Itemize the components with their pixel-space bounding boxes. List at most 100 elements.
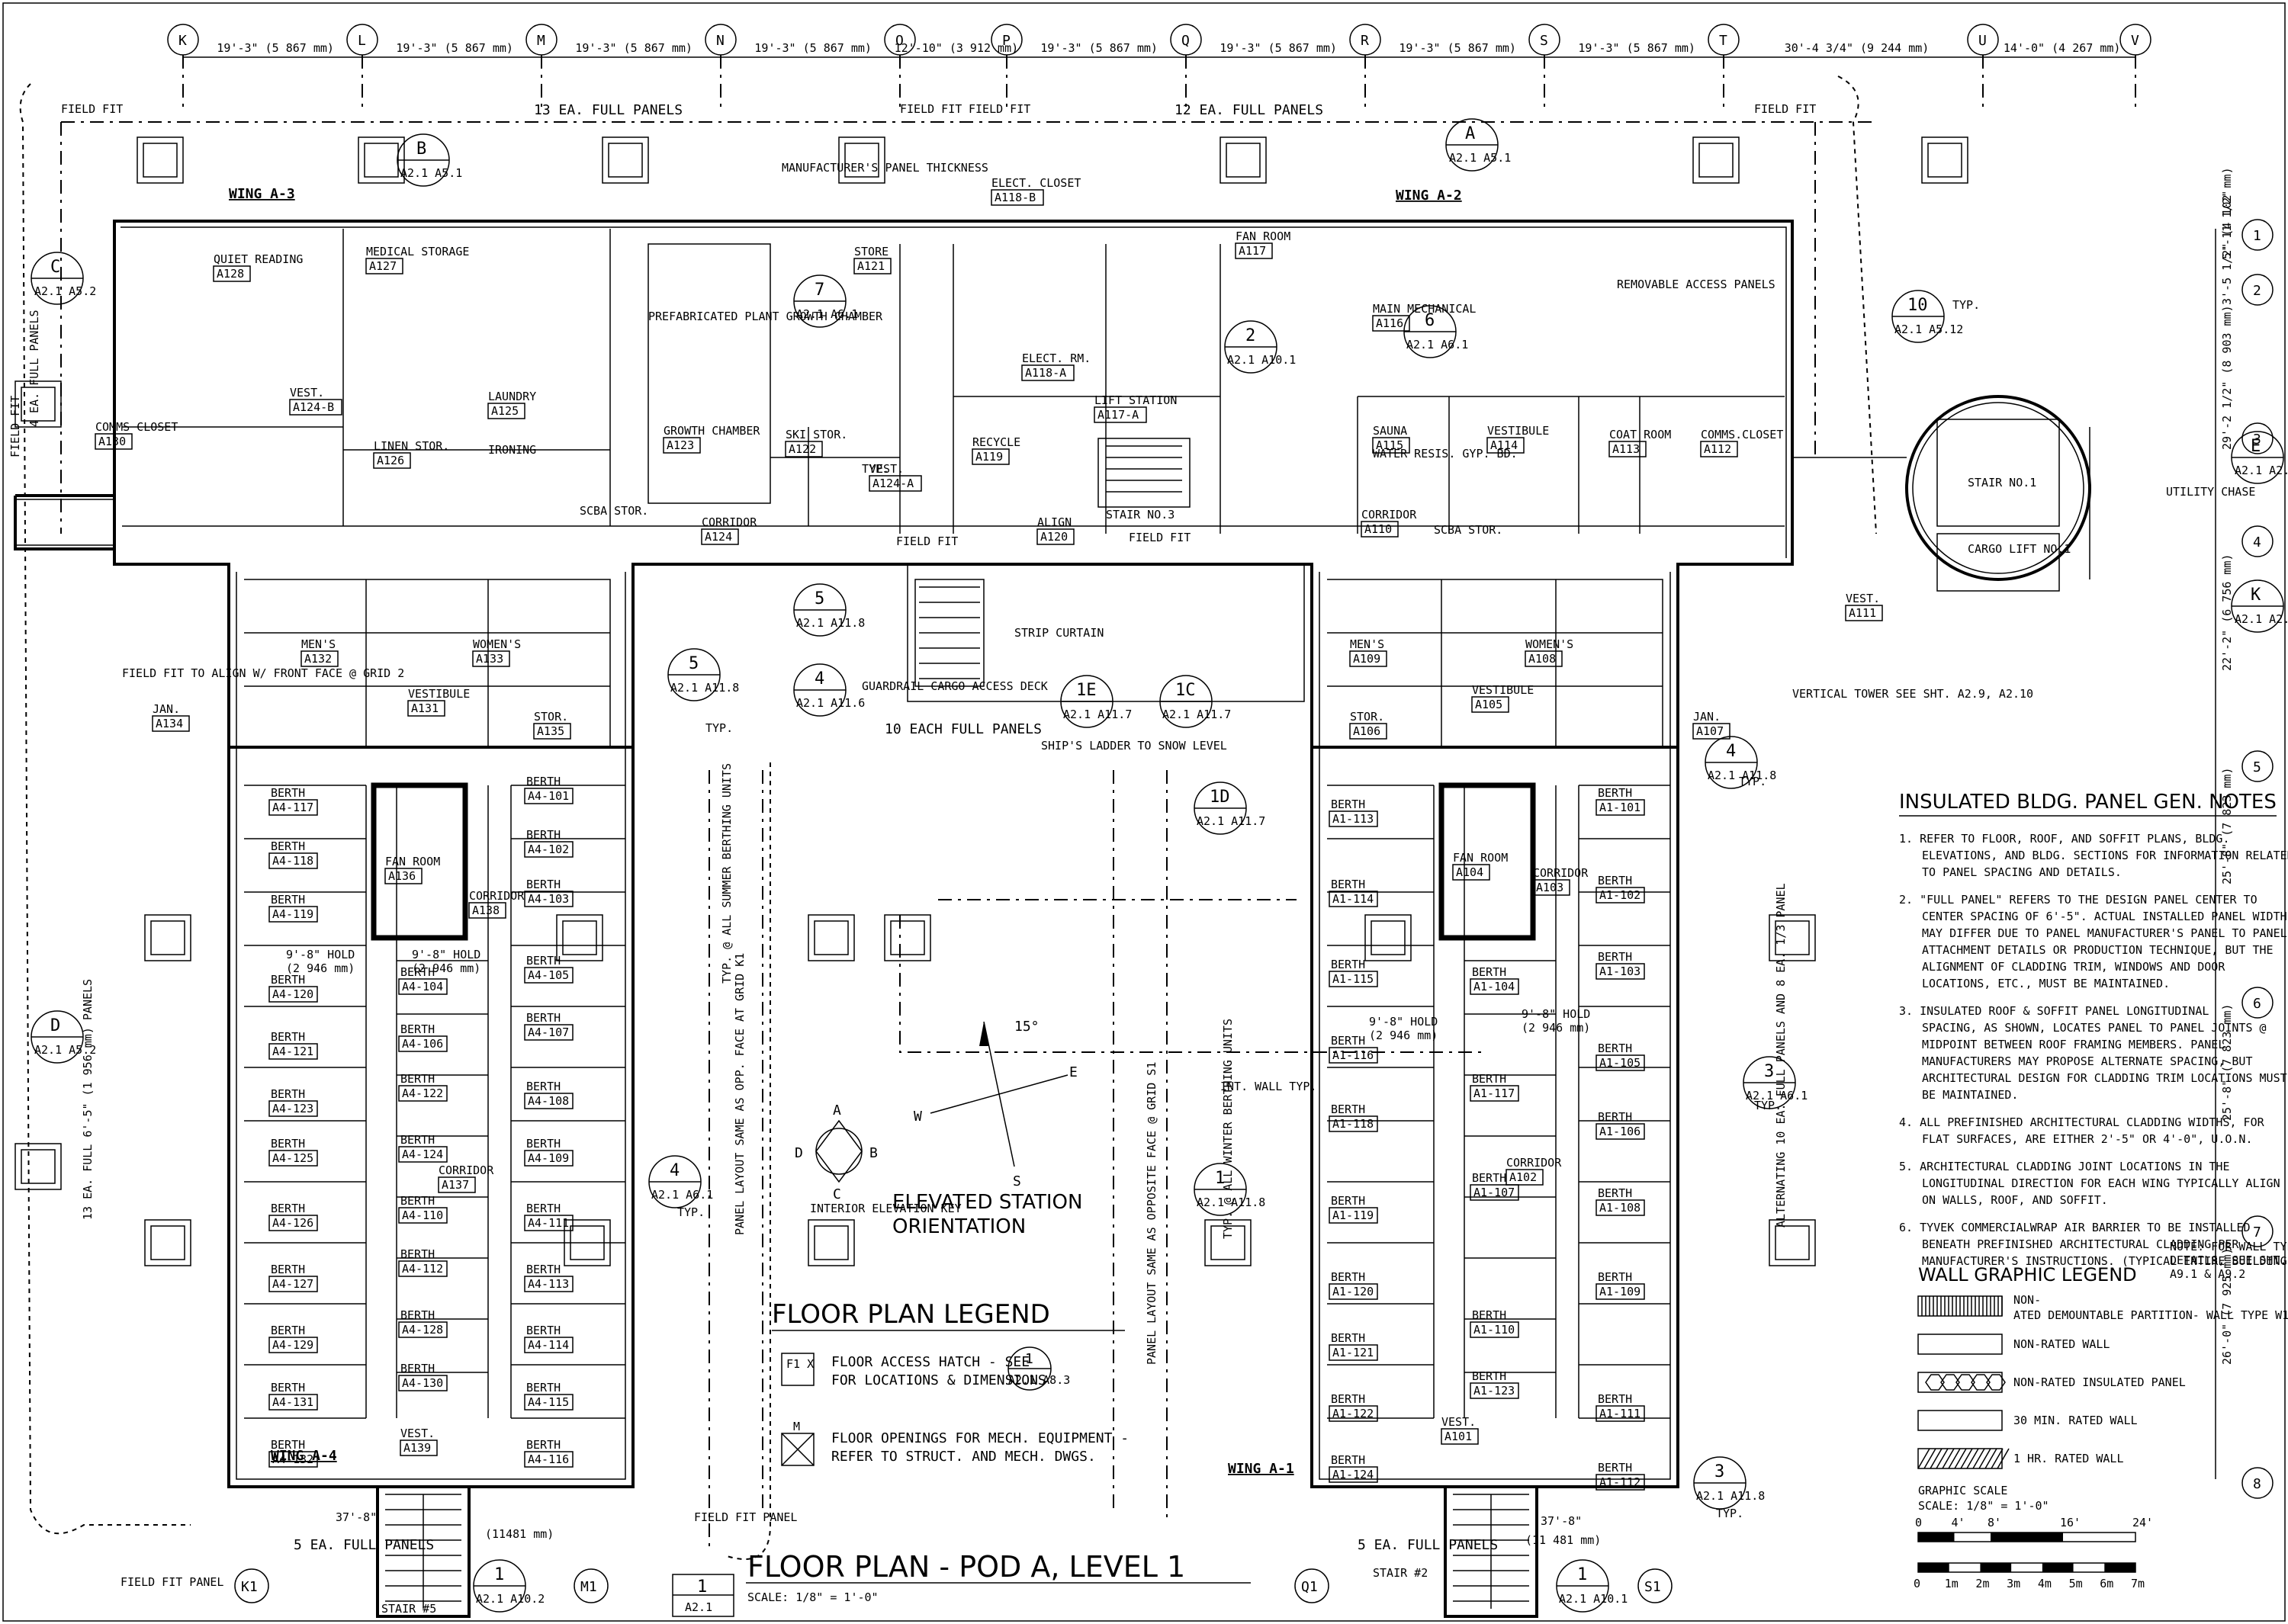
room-name: VEST. bbox=[290, 386, 324, 400]
wall-legend-item: NON-RATED WALL bbox=[2013, 1337, 2110, 1351]
berth-number: A4-130 bbox=[402, 1376, 443, 1390]
hold-label: 9'-8" HOLD bbox=[412, 948, 480, 961]
berth-label: BERTH bbox=[1598, 1392, 1632, 1406]
berth-number: A4-102 bbox=[528, 842, 569, 856]
room-number: A110 bbox=[1364, 522, 1392, 536]
room-number: A131 bbox=[411, 701, 439, 715]
note-line: 5. ARCHITECTURAL CLADDING JOINT LOCATION… bbox=[1899, 1160, 2229, 1173]
berth-number: A4-127 bbox=[272, 1277, 313, 1291]
key-title: INTERIOR ELEVATION KEY bbox=[810, 1202, 962, 1215]
callout-sheet: A2.1 A6.1 bbox=[796, 307, 858, 321]
room-name: MEN'S bbox=[301, 637, 336, 651]
room-name: MAIN MECHANICAL bbox=[1373, 302, 1476, 316]
berth-label: BERTH bbox=[526, 1324, 561, 1337]
callout-id: 3 bbox=[1714, 1462, 1724, 1481]
room-name: COAT ROOM bbox=[1609, 428, 1671, 441]
callout-sheet: A2.1 A10.1 bbox=[1559, 1592, 1628, 1606]
berth-number: A4-103 bbox=[528, 892, 569, 906]
typ-label: TYP. bbox=[1716, 1507, 1743, 1520]
grid-label-1: 1 bbox=[2253, 228, 2261, 244]
room-name: VEST. bbox=[1846, 592, 1880, 605]
room-number: A124-A bbox=[872, 477, 914, 490]
berth-number: A1-107 bbox=[1473, 1186, 1515, 1199]
berth-label: BERTH bbox=[526, 828, 561, 842]
berth-number: A4-109 bbox=[528, 1151, 569, 1165]
berth-label: BERTH bbox=[526, 1011, 561, 1025]
section-sheet: A2.1 A5.1 bbox=[1449, 151, 1511, 165]
field-fit-vertical: FIELD FIT bbox=[8, 396, 22, 457]
grid-label-K1: K1 bbox=[241, 1579, 258, 1595]
scale-ft: 24' bbox=[2132, 1516, 2153, 1529]
wall-legend-note-2: DETAILS, SEE SHT. bbox=[2170, 1253, 2287, 1267]
right-dim: 5'-11 1/2" bbox=[2220, 191, 2234, 259]
building-walls bbox=[14, 75, 2091, 1618]
room-number: A111 bbox=[1849, 606, 1876, 620]
room-number: A117-A bbox=[1097, 408, 1139, 422]
room-name: ELECT. RM. bbox=[1022, 351, 1091, 365]
legend-title: FLOOR PLAN LEGEND bbox=[772, 1299, 1050, 1330]
west-label: W bbox=[914, 1109, 922, 1125]
room-name: STORE bbox=[854, 245, 889, 258]
grid-lines bbox=[182, 55, 2136, 107]
room-name: LIFT STATION bbox=[1094, 393, 1177, 407]
room-name: STAIR NO.1 bbox=[1968, 476, 2036, 489]
stair-5-label: STAIR #5 bbox=[381, 1602, 436, 1616]
stair-2-label: STAIR #2 bbox=[1373, 1566, 1428, 1580]
grid-label-3: 3 bbox=[2253, 432, 2261, 448]
scale-m: 1m bbox=[1945, 1577, 1959, 1590]
right-dim: 25'-8" (7 823 mm) bbox=[2220, 1003, 2234, 1121]
grid-label-S: S bbox=[1540, 33, 1548, 49]
berth-number: A4-115 bbox=[528, 1395, 569, 1409]
angle-label: 15° bbox=[1014, 1019, 1040, 1035]
grid-label-V: V bbox=[2131, 33, 2139, 49]
berth-number: A4-110 bbox=[402, 1208, 443, 1222]
orientation-title-1: ELEVATED STATION bbox=[892, 1191, 1082, 1214]
top-dim: 19'-3" (5 867 mm) bbox=[575, 41, 693, 55]
berth-label: BERTH bbox=[271, 973, 305, 987]
callout-id: 3 bbox=[1764, 1062, 1774, 1081]
berth-label: BERTH bbox=[1472, 1308, 1506, 1322]
opening-text-2: REFER TO STRUCT. AND MECH. DWGS. bbox=[831, 1449, 1096, 1465]
grid-label-U: U bbox=[1978, 33, 1987, 49]
berth-number: A1-112 bbox=[1599, 1475, 1640, 1489]
berth-number: A1-115 bbox=[1332, 972, 1374, 986]
room-name: COMMS CLOSET bbox=[95, 420, 178, 434]
grid-label-Q: Q bbox=[1181, 33, 1190, 49]
room-name: JAN. bbox=[153, 702, 180, 716]
berth-label: BERTH bbox=[1598, 874, 1632, 887]
room-name: CORRIDOR bbox=[702, 515, 757, 529]
room-name: JAN. bbox=[1693, 710, 1721, 724]
grid-bubble bbox=[2241, 1467, 2274, 1499]
north-arrow: 15° S W E bbox=[914, 1019, 1078, 1189]
berth-label: BERTH bbox=[1598, 1110, 1632, 1124]
berth-label: BERTH bbox=[271, 839, 305, 853]
typ-label: TYP. bbox=[1739, 775, 1766, 788]
grid-bubble bbox=[574, 1568, 609, 1603]
berth-label: BERTH bbox=[1598, 786, 1632, 800]
room-name: FAN ROOM bbox=[1453, 851, 1508, 865]
scba-note: SCBA STOR. bbox=[1434, 523, 1502, 537]
berth-number: A4-124 bbox=[402, 1147, 443, 1161]
room-number: A108 bbox=[1528, 652, 1556, 666]
callout-sheet: A2.1 A10.1 bbox=[1227, 353, 1296, 367]
berth-label: BERTH bbox=[1598, 1186, 1632, 1200]
top-dim: 12'-10" (3 912 mm) bbox=[895, 41, 1019, 55]
scale-m: 4m bbox=[2038, 1577, 2052, 1590]
room-number: A107 bbox=[1696, 724, 1724, 738]
room-number: A109 bbox=[1353, 652, 1380, 666]
berth-number: A1-108 bbox=[1599, 1201, 1640, 1215]
field-fit: FIELD FIT bbox=[1754, 102, 1816, 116]
room-number: A128 bbox=[217, 267, 244, 281]
section-id: K bbox=[2251, 586, 2261, 605]
scale-m: 2m bbox=[1975, 1577, 1989, 1590]
scale-ft: 0 bbox=[1915, 1516, 1922, 1529]
room-name: WOMEN'S bbox=[473, 637, 521, 651]
grid-label-T: T bbox=[1719, 33, 1727, 49]
room-name: STOR. bbox=[1350, 710, 1384, 724]
field-fit: FIELD FIT bbox=[969, 102, 1030, 116]
callout-id: 1C bbox=[1175, 681, 1196, 700]
room-name: WATER RESIS. GYP. BD. bbox=[1373, 447, 1518, 461]
panel-layout-right: PANEL LAYOUT SAME AS OPPOSITE FACE @ GRI… bbox=[1145, 1062, 1158, 1365]
